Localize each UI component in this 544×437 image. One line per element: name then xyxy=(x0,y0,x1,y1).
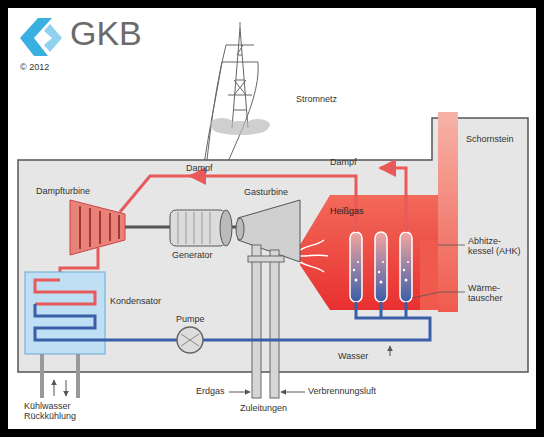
drawing-part xyxy=(229,392,250,393)
chimney-label: Schornstein xyxy=(466,134,514,144)
drawing-part xyxy=(252,245,261,398)
drawing-part xyxy=(412,292,465,298)
drawing-part xyxy=(178,212,210,244)
leader-lines xyxy=(412,245,465,298)
drawing-part xyxy=(355,279,358,282)
gas-turbine xyxy=(238,200,300,262)
grid-label: Stromnetz xyxy=(296,94,337,104)
drawing-part xyxy=(35,304,105,340)
drawing-part xyxy=(181,334,199,346)
drawing-part xyxy=(170,210,226,246)
drawing-part xyxy=(66,380,67,396)
supply-pipes xyxy=(248,245,284,398)
supply-lines-label: Zuleitungen xyxy=(240,403,287,413)
page-ground xyxy=(8,8,536,429)
drawing-part xyxy=(405,279,408,282)
drawing-part xyxy=(42,354,78,398)
supply-arrows xyxy=(229,392,305,393)
drawing-part xyxy=(382,261,384,263)
steam-turbine xyxy=(70,200,125,255)
heat-recovery-boiler xyxy=(300,195,438,310)
flame xyxy=(300,240,328,272)
cooling-arrows xyxy=(54,380,66,396)
hot-gas-label: Heißgas xyxy=(330,206,364,216)
drawing-part xyxy=(240,22,241,28)
cooling-pipes xyxy=(42,354,78,398)
drawing-part xyxy=(400,232,412,302)
drawing-part xyxy=(270,250,279,398)
turbine-blades xyxy=(80,206,119,249)
drawing-part xyxy=(407,261,409,263)
condenser-coil xyxy=(35,280,105,340)
natural-gas-label: Erdgas xyxy=(196,386,225,396)
generator xyxy=(170,210,232,246)
heat-exchanger xyxy=(350,232,412,302)
drawing-part xyxy=(300,240,328,272)
logo-text: GKB xyxy=(70,14,142,53)
cooling-water-label: Kühlwasser Rückkühlung xyxy=(24,401,82,422)
drawing-part xyxy=(80,206,119,249)
copyright-year: © 2012 xyxy=(20,62,49,72)
water-pipe xyxy=(105,302,430,340)
drawing-part xyxy=(220,210,232,246)
cloud xyxy=(210,118,270,135)
condenser-label: Kondensator xyxy=(110,296,161,306)
generator-label: Generator xyxy=(172,250,213,260)
drawing-part xyxy=(236,218,244,240)
drawing-part xyxy=(246,119,270,131)
drawing-part xyxy=(54,380,55,396)
water-arrow xyxy=(390,346,391,356)
gas-turbine-label: Gasturbine xyxy=(244,187,288,197)
steam-turbine-label: Dampfturbine xyxy=(36,186,90,196)
logo-mark xyxy=(20,18,62,56)
heat-exchanger-label: Wärme- tauscher xyxy=(468,283,518,304)
drawing-part xyxy=(403,269,405,271)
drawing-part xyxy=(20,18,52,56)
drawing-part xyxy=(44,24,62,52)
boiler-duct xyxy=(420,240,438,310)
bubbles xyxy=(353,261,409,284)
steam-label: Dampf xyxy=(186,163,213,173)
boiler-label: Abhitze- kessel (AHK) xyxy=(468,236,528,257)
chimney xyxy=(438,112,458,312)
pump xyxy=(177,327,203,353)
combustion-air-label: Verbrennungsluft xyxy=(308,386,376,396)
steam-pipe xyxy=(60,168,406,280)
water-label: Wasser xyxy=(338,351,368,361)
drawing-part xyxy=(35,280,95,304)
drawing-part xyxy=(222,28,258,128)
steam-label: Dampf xyxy=(330,157,357,167)
drawing-part xyxy=(190,175,200,178)
drawing-part xyxy=(350,232,362,302)
condenser xyxy=(25,272,105,354)
drawing-part xyxy=(380,281,383,284)
drawing-part xyxy=(177,327,203,353)
drawing-part xyxy=(438,245,465,246)
drawing-part xyxy=(248,256,284,262)
pump-label: Pumpe xyxy=(176,314,205,324)
drawing-part xyxy=(210,118,234,130)
drawing-part xyxy=(375,232,387,302)
drawing-part xyxy=(378,271,380,273)
drawing-part xyxy=(281,392,305,393)
drawing-part xyxy=(357,261,359,263)
drawing-part xyxy=(353,269,355,271)
drawing-part xyxy=(105,302,430,340)
drawing-part xyxy=(380,168,406,232)
